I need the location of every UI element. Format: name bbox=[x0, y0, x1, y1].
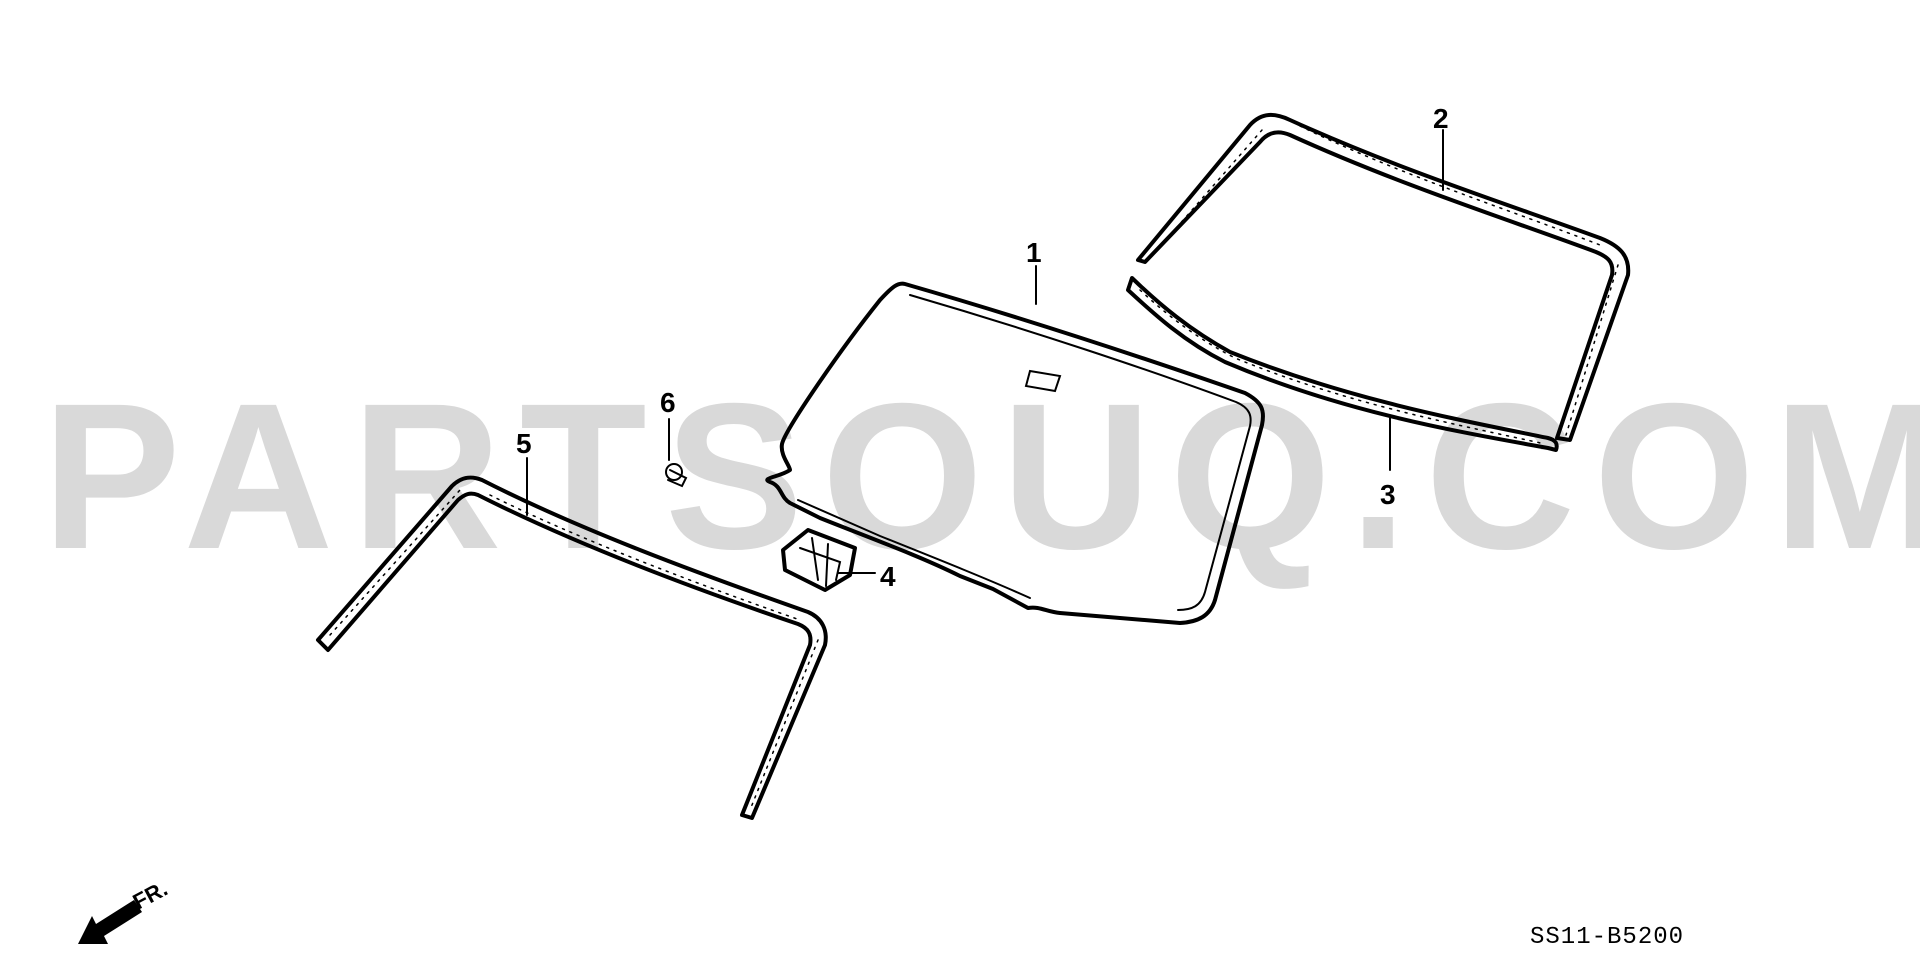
fastener-screw[interactable] bbox=[665, 463, 688, 488]
callout-3: 3 bbox=[1380, 479, 1396, 510]
diagram-code: SS11-B5200 bbox=[1530, 924, 1684, 951]
front-direction-arrow-icon bbox=[78, 900, 142, 944]
windshield-glass[interactable] bbox=[765, 281, 1265, 625]
callout-2: 2 bbox=[1433, 103, 1449, 134]
callout-6: 6 bbox=[660, 387, 676, 418]
windshield-sticker bbox=[1024, 369, 1062, 393]
upper-molding[interactable] bbox=[1136, 113, 1631, 442]
leader-lines bbox=[526, 129, 1444, 574]
lower-molding[interactable] bbox=[1126, 276, 1559, 452]
callout-4: 4 bbox=[880, 561, 896, 592]
watermark-text: PARTSOUQ.COM bbox=[42, 361, 1920, 593]
callout-5: 5 bbox=[516, 428, 532, 459]
callout-1: 1 bbox=[1026, 237, 1042, 268]
mirror-bracket-clip[interactable] bbox=[781, 528, 857, 592]
